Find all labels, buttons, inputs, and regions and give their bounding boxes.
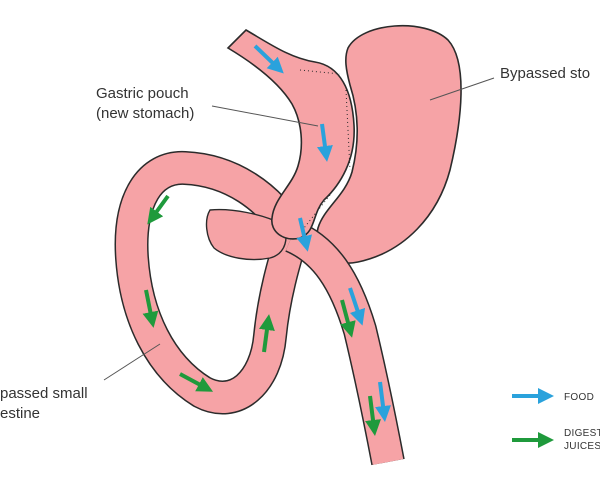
digestive-arrow-1 [147,194,170,225]
food-arrow-3 [296,217,312,252]
legend-digestive-label: DIGEST JUICES [564,427,600,453]
food-arrow-4 [348,287,366,326]
digestive-arrow-4 [259,314,275,353]
bypassed-stomach-shape [316,24,462,264]
legend-food-label: FOOD [564,392,595,403]
food-arrow-5 [375,381,391,422]
gastric-pouch-label: Gastric pouch (new stomach) [96,84,194,124]
food-arrow-1 [253,44,284,74]
food-arrow-2 [317,123,333,162]
legend-digestive-label-line2: JUICES [564,441,600,452]
bypassed-stomach-label: Bypassed sto [500,65,591,82]
duodenum-stub [205,208,287,261]
bypassed-intestine-label: passed small estine [0,384,88,424]
staple-line [299,69,351,229]
digestive-arrow-6 [365,395,381,436]
leader-gastric-pouch [211,105,319,127]
bypassed-intestine-label-line1: passed small [0,385,88,402]
leader-bypassed-stomach [429,77,495,101]
legend-digestive-label-line1: DIGEST [564,428,600,439]
digestive-arrow-2 [142,289,159,328]
gastric-pouch-label-line1: Gastric pouch [96,85,189,102]
leader-bypassed-intestine [103,343,161,381]
bypassed-intestine-label-line2: estine [0,405,41,422]
gastric-pouch-label-line2: (new stomach) [96,105,195,122]
digestive-arrow-3 [179,372,214,392]
digestive-arrow-5 [340,299,356,338]
